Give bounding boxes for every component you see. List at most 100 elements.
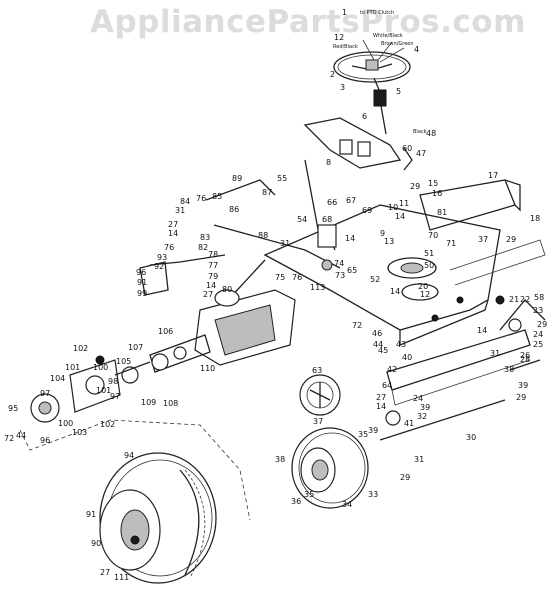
rear-hub <box>30 355 151 423</box>
callout-88: 88 <box>258 231 268 240</box>
callout-89: 89 <box>232 174 242 183</box>
callout-54: 54 <box>297 215 307 224</box>
callout-111: 111 <box>114 573 129 582</box>
callout-31b: 31 <box>280 239 290 248</box>
callout-85: 85 <box>212 192 222 201</box>
callout-65: 65 <box>347 266 357 275</box>
callout-5: 5 <box>396 87 401 96</box>
linkage-rods <box>139 159 341 301</box>
callout-72b: 72 <box>4 434 14 443</box>
callout-110: 110 <box>200 364 215 373</box>
callout-32: 32 <box>417 412 427 421</box>
callout-86: 86 <box>229 205 239 214</box>
callout-38b: 38 <box>275 455 285 464</box>
callout-24: 24 <box>533 330 543 339</box>
callout-76: 76 <box>196 194 206 203</box>
note-red-black: Red/Black <box>333 44 358 50</box>
callout-42: 42 <box>387 365 397 374</box>
callout-107: 107 <box>128 343 143 352</box>
callout-96b: 96 <box>40 436 50 445</box>
callout-87: 87 <box>262 188 272 197</box>
callout-39c: 39 <box>368 426 378 435</box>
callout-73: 73 <box>335 271 345 280</box>
callout-79: 79 <box>208 272 218 281</box>
callout-21: 21 <box>509 295 519 304</box>
callout-38: 38 <box>504 365 514 374</box>
callout-23: 23 <box>533 306 543 315</box>
front-tire <box>291 427 369 509</box>
callout-84: 84 <box>180 197 190 206</box>
callout-83: 83 <box>200 233 210 242</box>
steering-arm <box>449 239 546 371</box>
callout-60: 60 <box>402 144 412 153</box>
callout-47: 47 <box>416 149 426 158</box>
front-axle <box>379 299 546 441</box>
callout-2: 2 <box>330 70 335 79</box>
callout-80: 80 <box>222 285 232 294</box>
callout-43: 43 <box>396 340 406 349</box>
callout-91: 91 <box>137 278 147 287</box>
callout-41: 41 <box>404 419 414 428</box>
callout-34: 34 <box>342 500 352 509</box>
callout-18: 18 <box>530 214 540 223</box>
callout-71: 71 <box>446 239 456 248</box>
callout-29b: 29 <box>506 235 516 244</box>
callout-100b: 100 <box>58 419 73 428</box>
callout-33: 33 <box>368 490 378 499</box>
callout-99: 99 <box>137 289 147 298</box>
callout-55: 55 <box>277 174 287 183</box>
callout-90: 90 <box>91 539 101 548</box>
callout-14b: 14 <box>206 281 216 290</box>
callout-105: 105 <box>116 357 131 366</box>
callout-37b: 37 <box>313 417 323 426</box>
callout-14g: 14 <box>376 402 386 411</box>
callout-109: 109 <box>141 398 156 407</box>
callout-14e: 14 <box>390 287 400 296</box>
callout-29e: 29 <box>400 473 410 482</box>
callout-26: 26 <box>520 351 530 360</box>
callout-27: 27 <box>168 220 178 229</box>
callout-35: 35 <box>358 430 368 439</box>
callout-16: 16 <box>432 189 442 198</box>
callout-14: 14 <box>168 229 178 238</box>
mount-guide-line <box>19 419 251 521</box>
callout-58: 58 <box>534 293 544 302</box>
callout-45: 45 <box>378 346 388 355</box>
callout-14c: 14 <box>345 234 355 243</box>
callout-31c: 31 <box>490 349 500 358</box>
callout-35b: 35 <box>304 490 314 499</box>
callout-6: 6 <box>362 112 367 121</box>
callout-52: 52 <box>370 275 380 284</box>
callout-25: 25 <box>533 340 543 349</box>
callout-95: 95 <box>8 404 18 413</box>
callout-106: 106 <box>158 327 173 336</box>
callout-82: 82 <box>198 243 208 252</box>
callout-101b: 101 <box>96 386 111 395</box>
callout-64: 64 <box>382 381 392 390</box>
callout-74: 74 <box>334 259 344 268</box>
steering-wheel <box>333 39 411 135</box>
callout-76c: 76 <box>292 273 302 282</box>
callout-11: 11 <box>399 199 409 208</box>
callout-113: 113 <box>310 283 325 292</box>
callout-44: 44 <box>373 340 383 349</box>
callout-91b: 91 <box>86 510 96 519</box>
note-pto-clutch: to PTO Clutch <box>360 10 394 16</box>
callout-12: 12 <box>334 33 344 42</box>
callout-108: 108 <box>163 399 178 408</box>
callout-17: 17 <box>488 171 498 180</box>
callout-96: 96 <box>136 268 146 277</box>
callout-24b: 24 <box>413 394 423 403</box>
callout-29: 29 <box>410 182 420 191</box>
callout-8: 8 <box>326 158 331 167</box>
callout-37: 37 <box>478 235 488 244</box>
callout-102: 102 <box>73 344 88 353</box>
callout-9: 9 <box>380 229 385 238</box>
callout-27c: 27 <box>376 393 386 402</box>
callout-12b: 12 <box>420 290 430 299</box>
callout-98: 98 <box>108 377 118 386</box>
callout-103: 103 <box>72 428 87 437</box>
callout-50: 50 <box>424 261 434 270</box>
callout-92: 92 <box>154 262 164 271</box>
